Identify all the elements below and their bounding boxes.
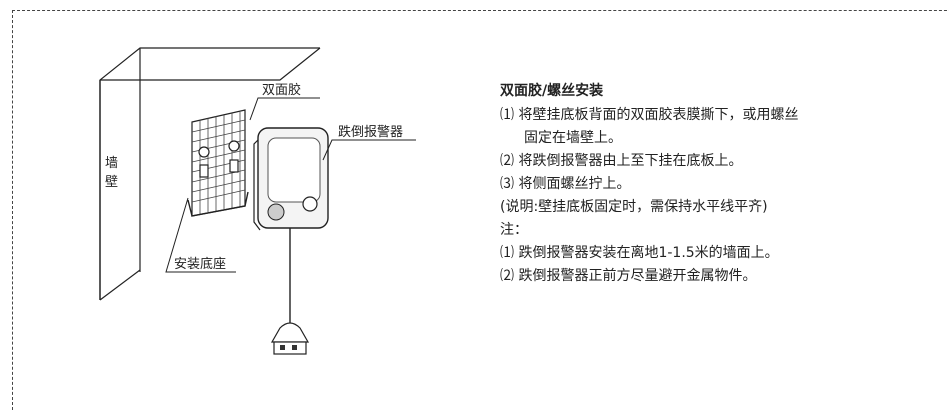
base-label: 安装底座 (174, 256, 226, 272)
wall-face (99, 60, 141, 300)
device-label: 跌倒报警器 (338, 124, 403, 140)
step-line: ⑴ 将壁挂底板背面的双面胶表膜撕下，或用螺丝 (500, 107, 799, 123)
dashed-border-frame (12, 10, 949, 410)
step-line: ⑶ 将侧面螺丝拧上。 (500, 176, 631, 192)
wall-label-top: 墙 (105, 156, 118, 171)
note-heading: 注： (500, 222, 528, 238)
step-line: 固定在墙壁上。 (524, 130, 622, 146)
mounting-base-plate (187, 109, 249, 217)
instructions-panel: 双面胶/螺丝安装 ⑴ 将壁挂底板背面的双面胶表膜撕下，或用螺丝 固定在墙壁上。 … (500, 80, 940, 288)
callout-lines (165, 97, 416, 273)
instructions-title: 双面胶/螺丝安装 (500, 83, 604, 99)
wall-label-bottom: 壁 (105, 175, 118, 190)
note-line: ⑵ 跌倒报警器正前方尽量避开金属物件。 (500, 268, 757, 284)
step-line: ⑵ 将跌倒报警器由上至下挂在底板上。 (500, 153, 743, 169)
installation-diagram: 墙 壁 (99, 47, 416, 355)
note-line: (说明:壁挂底板固定时，需保持水平线平齐) (500, 199, 768, 215)
installation-illustration: 墙 壁 (80, 40, 460, 380)
note-line: ⑴ 跌倒报警器安装在离地1-1.5米的墙面上。 (500, 245, 779, 261)
fall-alarm-device (253, 127, 329, 355)
tape-label: 双面胶 (262, 82, 301, 98)
